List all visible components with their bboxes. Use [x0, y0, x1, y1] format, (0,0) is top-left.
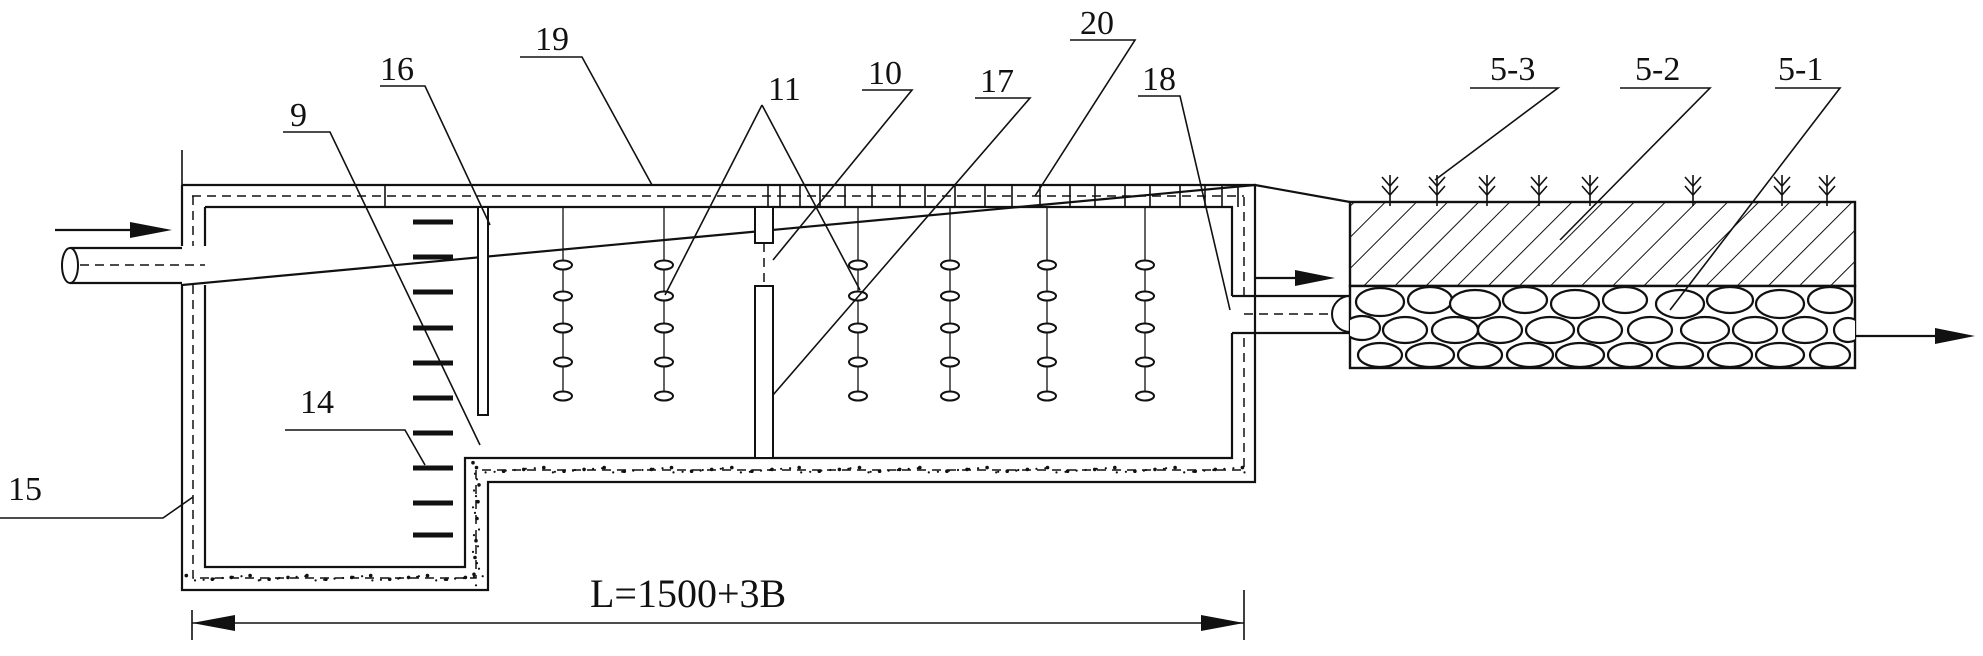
label-11: 11 [768, 71, 801, 108]
wall-centerlines [192, 196, 1245, 579]
callouts: 15 14 9 16 19 11 10 17 20 18 5-3 5-2 [0, 5, 1842, 519]
aerator-arrays [553, 207, 1155, 402]
roof-vents [384, 185, 1239, 207]
label-9: 9 [290, 97, 307, 134]
inlet-flow-arrow [130, 222, 172, 238]
label-17: 17 [980, 63, 1014, 100]
bottom-concrete [184, 460, 1246, 587]
plant-marks-5-3 [1381, 175, 1836, 206]
infiltration-bed [1348, 175, 1975, 370]
label-15: 15 [8, 471, 42, 508]
label-5-2: 5-2 [1635, 51, 1680, 88]
label-19: 19 [535, 21, 569, 58]
ladder-rungs [413, 219, 453, 538]
label-16: 16 [380, 51, 414, 88]
dimension-line: L=1500+3B [191, 571, 1245, 640]
tank-inner-wall [203, 205, 1234, 569]
inlet-pipe [55, 222, 205, 285]
dimension-text: L=1500+3B [590, 571, 786, 616]
partition-top-stub [754, 206, 774, 244]
soil-layer-5-2 [1348, 200, 1857, 288]
label-18: 18 [1142, 61, 1176, 98]
label-10: 10 [868, 55, 902, 92]
bed-exit-arrow [1935, 328, 1975, 344]
label-20: 20 [1080, 5, 1114, 42]
partition-17 [754, 285, 774, 459]
outlet-pipe [1232, 183, 1369, 335]
label-14: 14 [300, 384, 334, 421]
baffle-16 [477, 206, 489, 416]
gravel-stones [1350, 286, 1855, 368]
label-5-1: 5-1 [1778, 51, 1823, 88]
outlet-flow-arrow [1295, 270, 1335, 286]
tank-body [180, 150, 1257, 592]
label-5-3: 5-3 [1490, 51, 1535, 88]
tank-outer-wall [180, 183, 1257, 592]
